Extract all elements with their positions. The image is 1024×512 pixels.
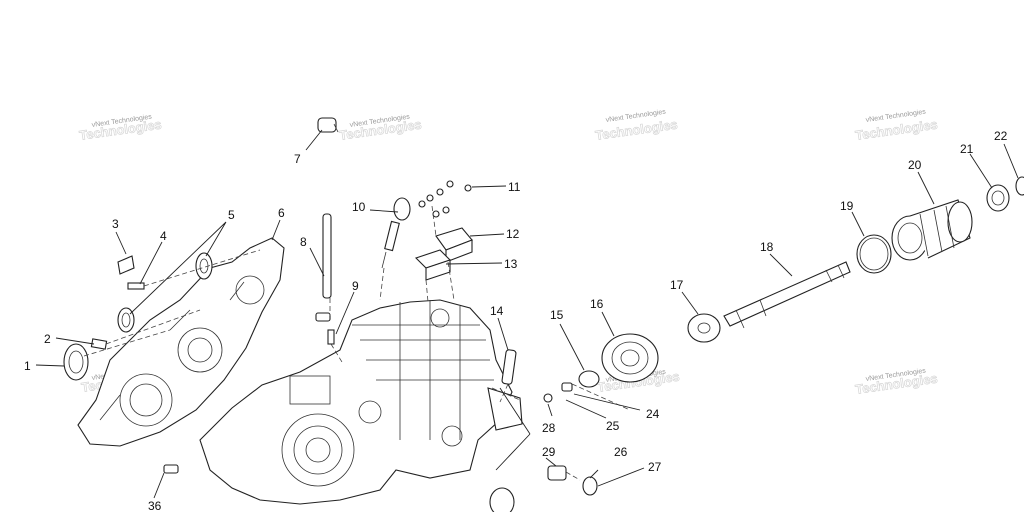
pin-36-part xyxy=(163,464,179,474)
seal-26-part xyxy=(582,476,598,496)
callout-24: 24 xyxy=(646,407,660,421)
seal-bottom-part xyxy=(489,487,515,512)
callout-9: 9 xyxy=(352,279,359,293)
callout-1: 1 xyxy=(24,359,31,373)
callout-17: 17 xyxy=(670,278,684,292)
bolt-4-part xyxy=(127,282,145,290)
leader-lines xyxy=(35,129,1019,499)
callout-19: 19 xyxy=(840,199,854,213)
bolt-24-25-28-part xyxy=(543,382,573,403)
callout-22: 22 xyxy=(994,129,1008,143)
callout-6: 6 xyxy=(278,206,285,220)
clutch-drum-20-part xyxy=(891,199,973,261)
callout-14: 14 xyxy=(490,304,504,318)
watermark-8: Technologies vNext Technologies xyxy=(854,368,939,398)
transmission-case-part xyxy=(199,299,523,505)
callout-15: 15 xyxy=(550,308,564,322)
watermark-2: Technologies vNext Technologies xyxy=(338,114,423,144)
callout-5: 5 xyxy=(228,208,235,222)
callout-7: 7 xyxy=(294,152,301,166)
washer-15-part xyxy=(578,370,600,388)
bolt-2-part xyxy=(90,338,108,350)
callout-4: 4 xyxy=(160,229,167,243)
callout-16: 16 xyxy=(590,297,604,311)
tube-8-part xyxy=(322,213,332,299)
bolt-7-part xyxy=(317,117,339,133)
callout-12: 12 xyxy=(506,227,520,241)
watermark-3: Technologies vNext Technologies xyxy=(594,109,679,144)
callout-11: 11 xyxy=(508,180,521,194)
callout-8: 8 xyxy=(300,235,307,249)
pin-9-part xyxy=(315,312,335,345)
seal-5-lower-part xyxy=(117,307,135,333)
callout-26: 26 xyxy=(614,445,628,459)
callout-13: 13 xyxy=(504,257,518,271)
block-13-part xyxy=(414,249,452,281)
bushing-29-part xyxy=(547,465,567,481)
dipstick-10-part xyxy=(381,197,411,269)
watermark-4: Technologies vNext Technologies xyxy=(854,109,939,144)
pin-14-part xyxy=(501,349,517,385)
ring-22-part xyxy=(1015,176,1024,196)
callout-18: 18 xyxy=(760,240,774,254)
callout-36: 36 xyxy=(148,499,162,512)
callout-29: 29 xyxy=(542,445,556,459)
seal-1-part xyxy=(63,343,89,381)
plate-3-part xyxy=(117,255,135,275)
cover-plate-part xyxy=(77,237,285,447)
seal-5-upper-part xyxy=(195,252,213,280)
washer-17-part xyxy=(687,313,721,343)
watermark-1: Technologies vNext Technologies xyxy=(78,114,163,144)
callout-28: 28 xyxy=(542,421,556,435)
callout-27: 27 xyxy=(648,460,662,474)
callout-20: 20 xyxy=(908,158,922,172)
callout-2: 2 xyxy=(44,332,51,346)
bearing-21-part xyxy=(986,184,1010,212)
callout-21: 21 xyxy=(960,142,974,156)
shaft-18-part xyxy=(723,261,851,329)
callout-25: 25 xyxy=(606,419,620,433)
callout-3: 3 xyxy=(112,217,119,231)
o-ring-19-part xyxy=(856,234,892,274)
bearing-16-part xyxy=(601,333,659,383)
callout-10: 10 xyxy=(352,200,366,214)
screws-11-part xyxy=(418,180,472,218)
callout-labels: 1 2 3 4 5 6 7 8 9 10 11 12 13 14 15 16 1… xyxy=(24,129,1008,512)
